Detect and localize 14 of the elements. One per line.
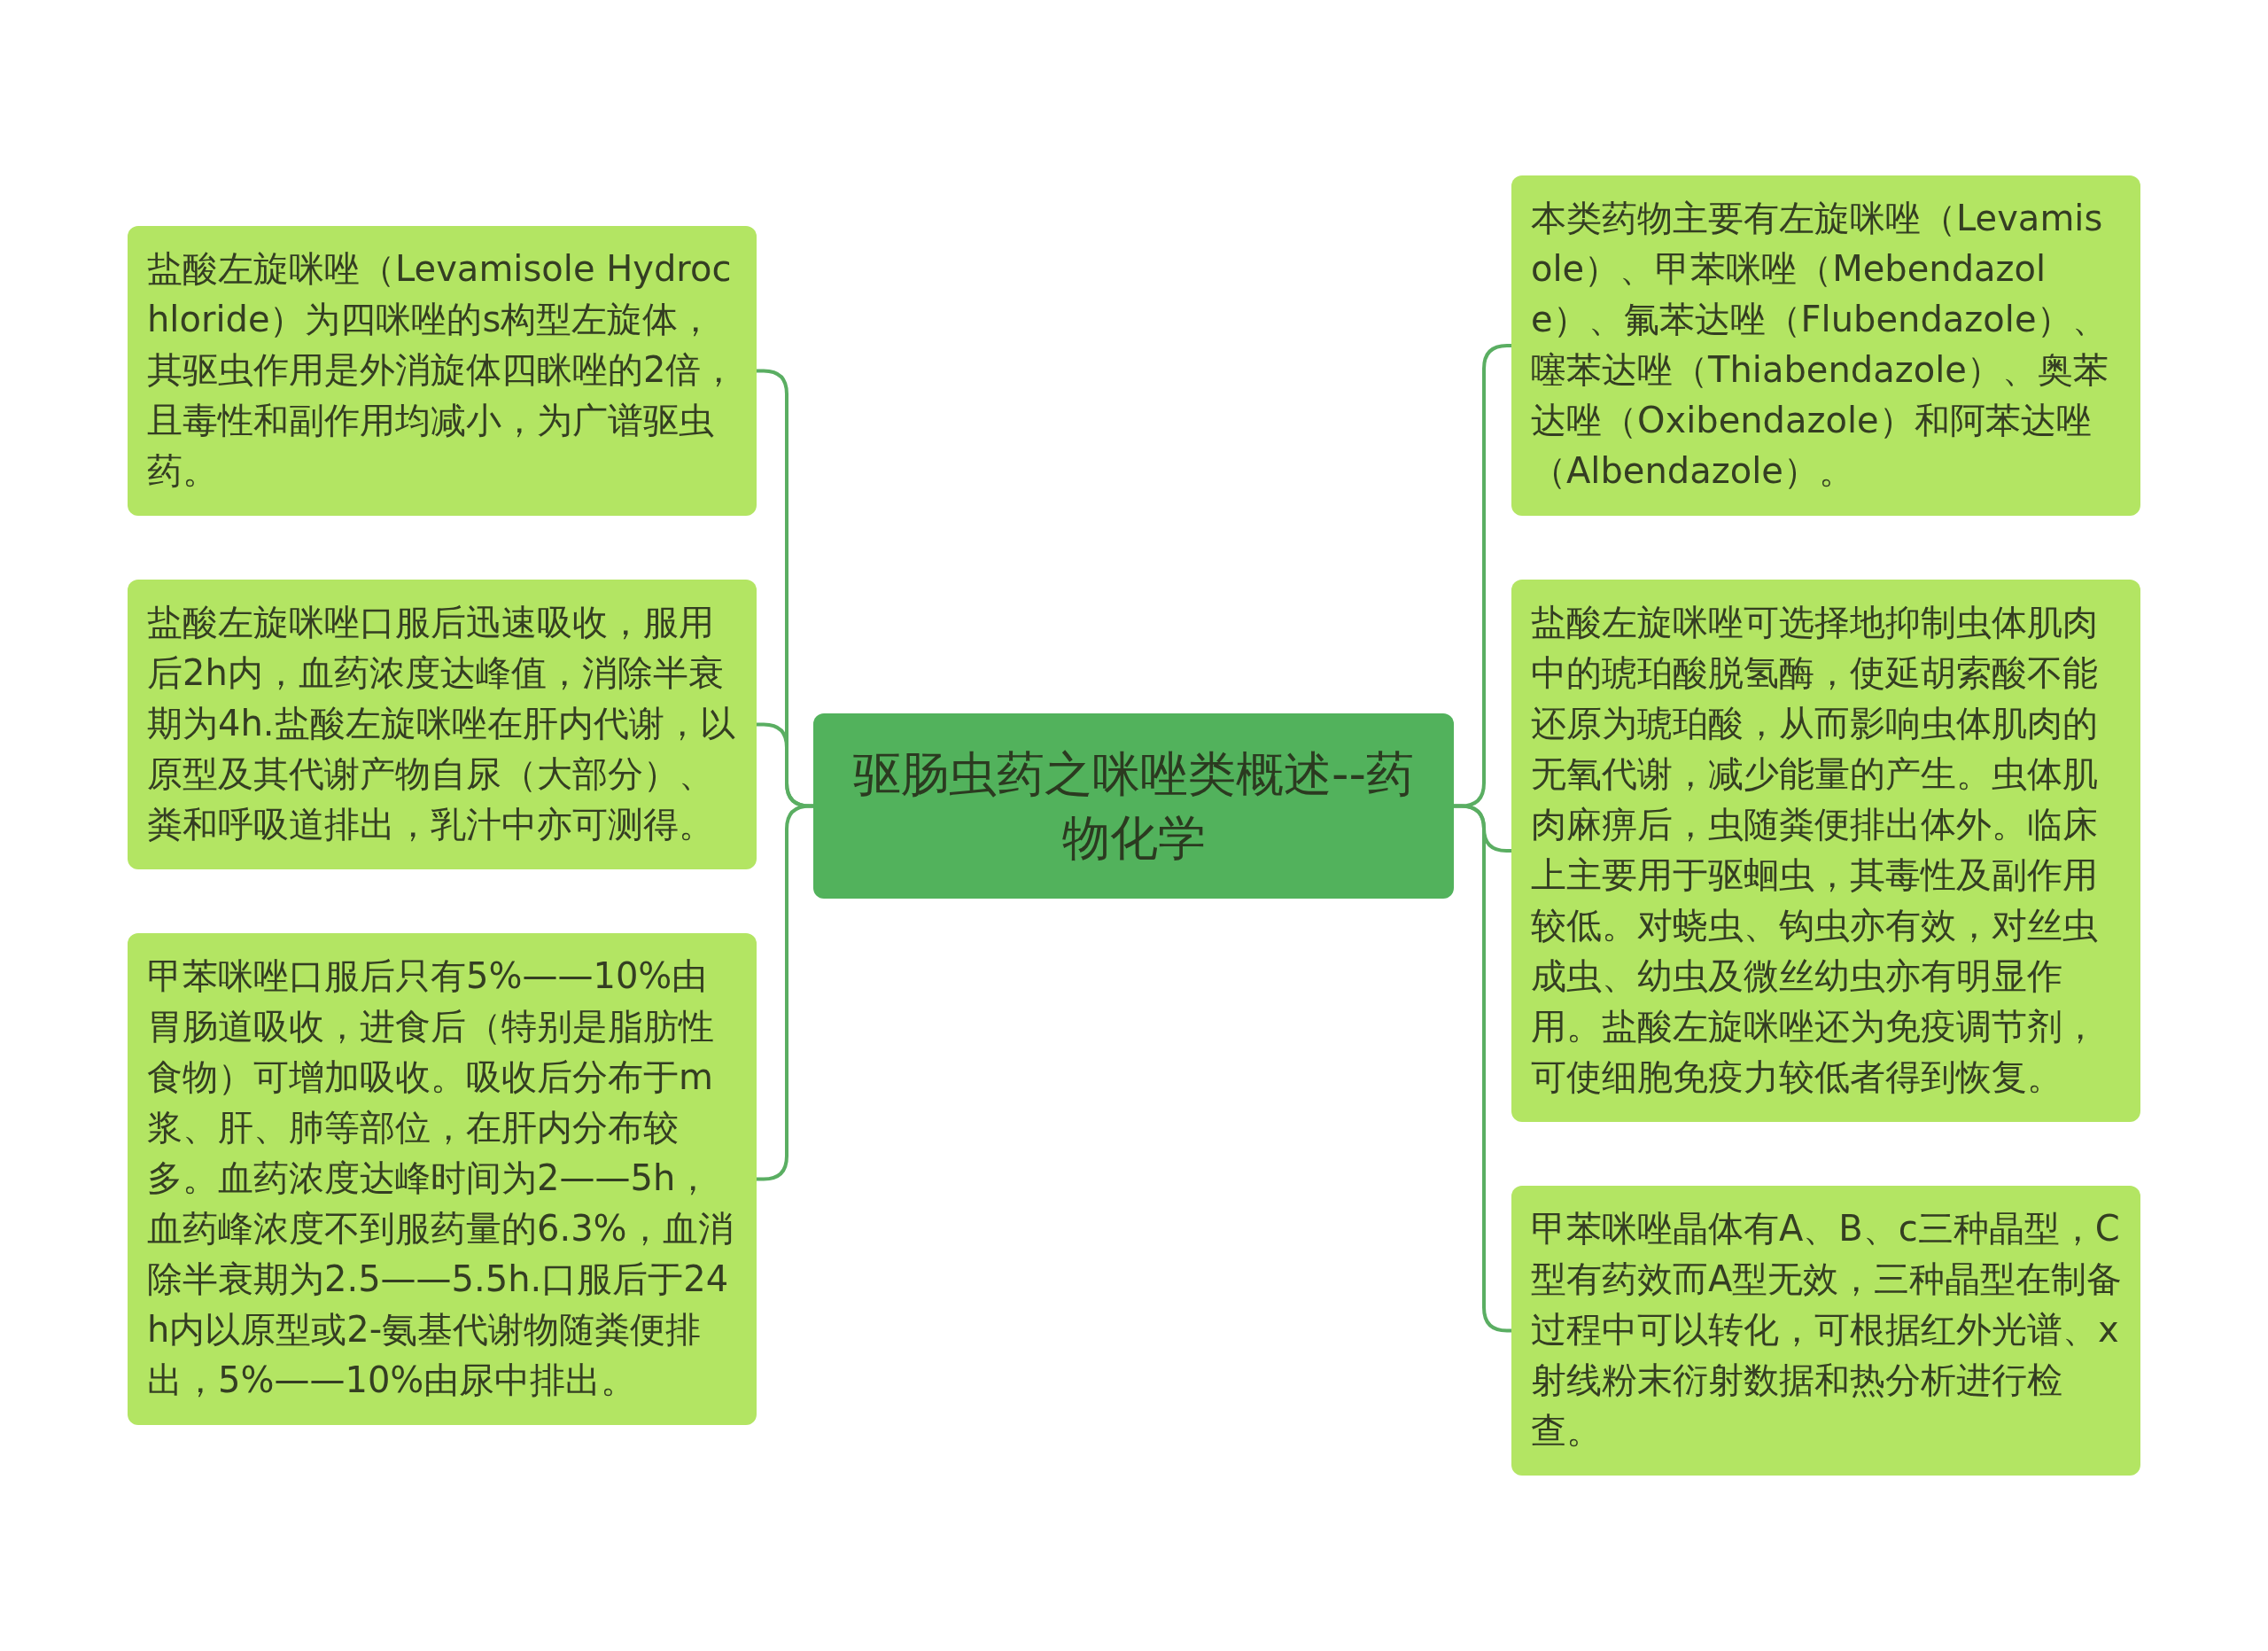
node-text: 盐酸左旋咪唑口服后迅速吸收，服用后2h内，血药浓度达峰值，消除半衰期为4h.盐酸左旋咪唑在肝内代谢，以原型及其代谢产物自尿（大部分）、粪和呼吸道排出，乳汁中亦可测得。 [147, 601, 736, 846]
node-text: 盐酸左旋咪唑可选择地抑制虫体肌肉中的琥珀酸脱氢酶，使延胡索酸不能还原为琥珀酸，从而影响虫体肌肉的无氧代谢，减少能量的产生。虫体肌肉麻痹后，虫随粪便排出体外。临床上主要用于驱蛔虫，其毒性及副作用较低。对蛲虫、钩虫亦有效，对丝虫成虫、幼虫及微丝幼虫亦有明显作用。盐酸左旋咪唑还为免疫调节剂，可使细胞免疫力较低者得到恢复。 [1531, 601, 2099, 1099]
central-topic-box [813, 713, 1454, 899]
topic-box [128, 226, 757, 516]
node-text: 本类药物主要有左旋咪唑（Levamisole）、甲苯咪唑（Mebendazole）、氟苯达唑（Flubendazole）、噻苯达唑（Thiabendazole）、奥苯达唑（Oxibendazole）和阿苯达唑（Albendazole）。 [1531, 197, 2109, 493]
topic-box [128, 933, 757, 1425]
node-text: 甲苯咪唑晶体有A、B、c三种晶型，C型有药效而A型无效，三种晶型在制备过程中可以转化，可根据红外光谱、x射线粉末衍射数据和热分析进行检查。 [1531, 1207, 2123, 1452]
topic-box [1511, 175, 2140, 516]
topic-box [1511, 580, 2140, 1122]
topic-box [1511, 1186, 2140, 1476]
topic-box [128, 580, 757, 869]
central-topic-text: 驱肠虫药之咪唑类概述--药物化学 [852, 744, 1415, 868]
node-text: 甲苯咪唑口服后只有5%——10%由胃肠道吸收，进食后（特别是脂肪性食物）可增加吸收。吸收后分布于m浆、肝、肺等部位，在肝内分布较多。血药浓度达峰时间为2——5h，血药峰浓度不到服药量的6.3%，血消除半衰期为2.5——5.5h.口服后于24h内以原型或2-氨基代谢物随粪便排出，5%——10%由尿中排出。 [147, 954, 734, 1402]
node-text: 盐酸左旋咪唑（Levamisole Hydrochloride）为四咪唑的s构型左旋体，其驱虫作用是外消旋体四眯唑的2倍，且毒性和副作用均减小，为广谱驱虫药。 [147, 247, 738, 493]
